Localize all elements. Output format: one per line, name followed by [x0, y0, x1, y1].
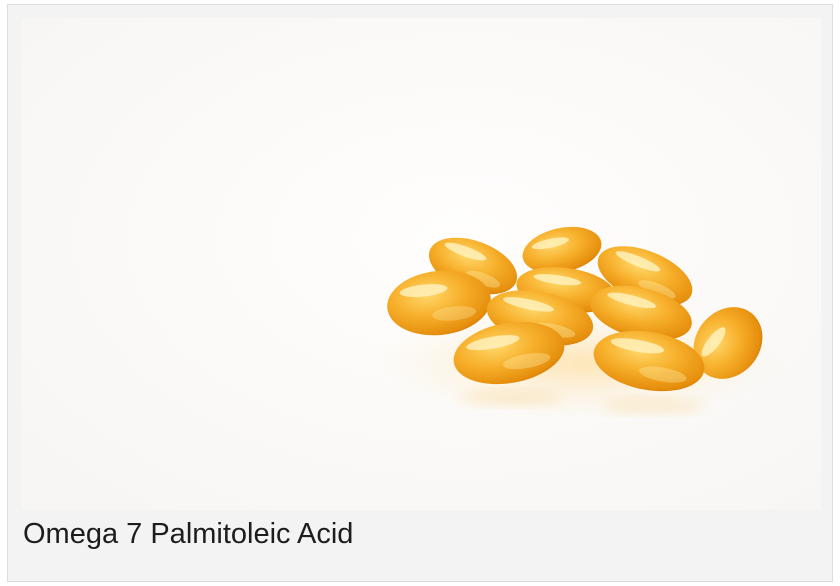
- capsule: [522, 226, 602, 274]
- image-caption: Omega 7 Palmitoleic Acid: [23, 518, 354, 550]
- softgel-capsules-photo: [21, 18, 821, 510]
- capsule: [590, 285, 692, 341]
- figure-card: Omega 7 Palmitoleic Acid: [7, 4, 833, 582]
- capsule: [453, 321, 565, 385]
- capsule: [693, 307, 763, 379]
- capsule: [387, 270, 491, 336]
- capsule: [593, 330, 705, 392]
